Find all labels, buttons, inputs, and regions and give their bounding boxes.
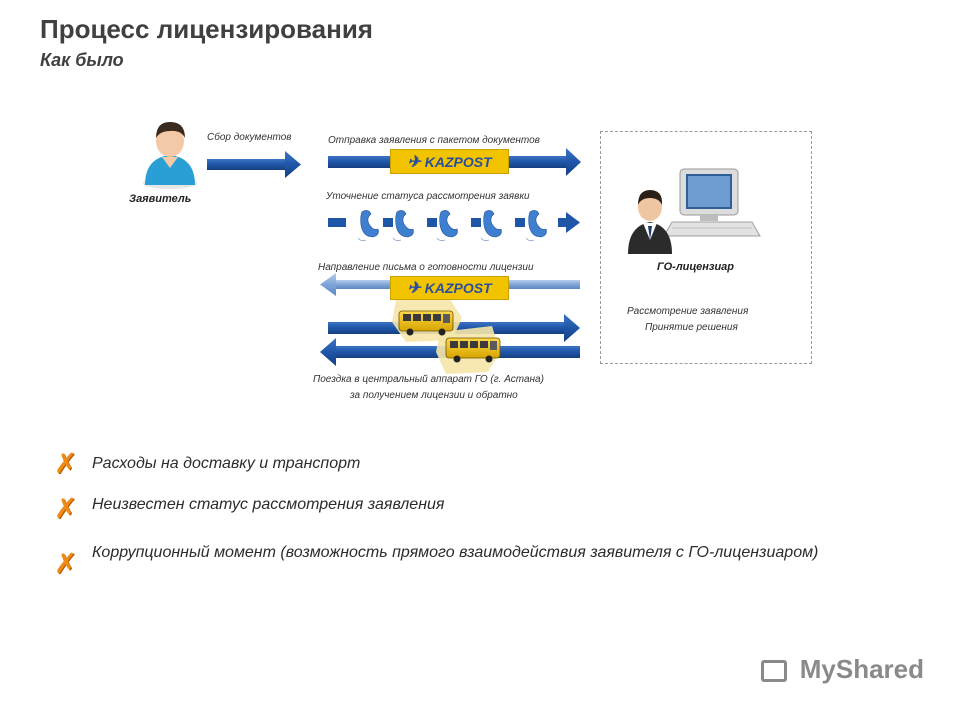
kazpost-wings-icon: ✈ — [407, 153, 421, 171]
licensor-zone — [600, 131, 812, 364]
applicant-label: Заявитель — [129, 193, 192, 205]
watermark: MyShared — [760, 654, 924, 685]
send-application-label: Отправка заявления с пакетом документов — [328, 135, 540, 146]
x-mark-icon: ✗ — [54, 492, 78, 525]
watermark-text: MyShared — [799, 654, 924, 684]
trip-label-line1: Поездка в центральный аппарат ГО (г. Аст… — [313, 374, 544, 385]
x-mark-icon: ✗ — [54, 447, 78, 480]
issue-item: Неизвестен статус рассмотрения заявления — [92, 496, 445, 513]
licensor-computer-icon — [663, 168, 761, 237]
bus-icon — [398, 310, 454, 336]
phone-cord-icon — [357, 237, 535, 242]
page-title: Процесс лицензирования — [40, 14, 373, 44]
status-inquiry-label: Уточнение статуса рассмотрения заявки — [326, 191, 530, 202]
kazpost-label: KAZPOST — [424, 153, 492, 170]
x-mark-icon: ✗ — [54, 547, 78, 580]
kazpost-label: KAZPOST — [424, 280, 492, 296]
kazpost-logo: ✈ KAZPOST — [390, 276, 509, 300]
collect-docs-label: Сбор документов — [207, 132, 292, 143]
status-inquiry-arrow — [328, 212, 580, 233]
readiness-letter-label: Направление письма о готовности лицензии — [318, 262, 534, 273]
phone-icon — [360, 210, 547, 238]
review-label-line2: Принятие решения — [645, 322, 738, 333]
collect-docs-arrow — [207, 151, 301, 178]
review-label-line1: Рассмотрение заявления — [627, 306, 749, 317]
licensor-person-icon — [628, 190, 672, 254]
kazpost-logo: ✈ KAZPOST — [390, 149, 509, 174]
licensor-label: ГО-лицензиар — [657, 261, 735, 273]
issue-item: Коррупционный момент (возможность прямог… — [92, 544, 819, 561]
applicant-person-icon — [143, 122, 197, 189]
page-subtitle: Как было — [40, 50, 124, 70]
trip-label-line2: за получением лицензии и обратно — [350, 390, 518, 401]
process-diagram — [143, 122, 761, 374]
bus-icon — [445, 337, 501, 363]
kazpost-wings-icon: ✈ — [407, 280, 421, 297]
issue-item: Расходы на доставку и транспорт — [92, 455, 361, 472]
presentation-icon — [760, 660, 787, 683]
